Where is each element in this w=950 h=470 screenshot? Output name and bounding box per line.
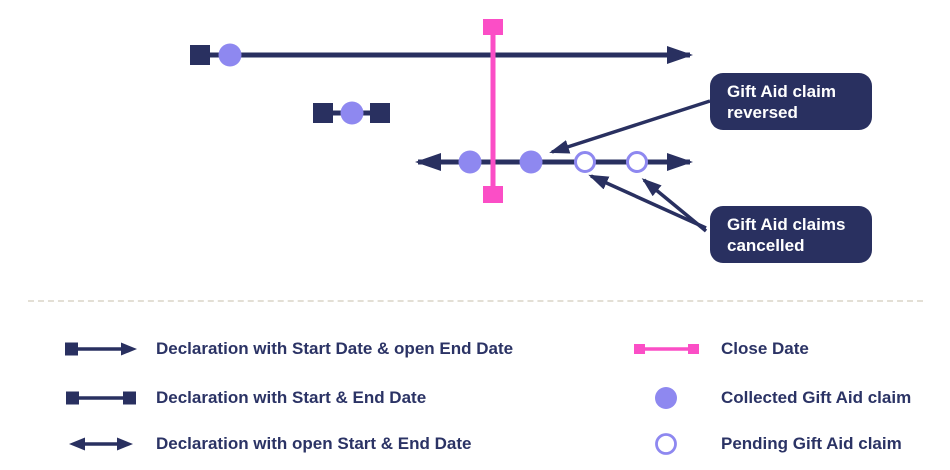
legend-item-declaration-open-both: Declaration with open Start & End Date — [62, 431, 472, 457]
timeline-1-start-square — [190, 45, 210, 65]
cancelled-pointer-arrow-1 — [588, 174, 707, 230]
close-date-bottom-square — [483, 186, 503, 203]
collected-claim-timeline-3-a — [458, 150, 482, 174]
close-date-line-icon — [633, 341, 699, 357]
legend-item-pending-claim: Pending Gift Aid claim — [633, 431, 902, 457]
close-date-top-square — [483, 19, 503, 35]
callout-cancelled-line1: Gift Aid claims — [727, 214, 846, 234]
legend-item-declaration-start-open-end: Declaration with Start Date & open End D… — [62, 336, 513, 362]
cancelled-pointer-arrow-2 — [641, 178, 708, 233]
collected-claim-timeline-3-b-reversed — [519, 150, 543, 174]
legend-label: Declaration with Start Date & open End D… — [156, 339, 514, 358]
square-to-arrow-icon — [62, 340, 140, 358]
arrow-to-arrow-icon — [62, 435, 140, 453]
timeline-2-start-square — [313, 103, 333, 123]
legend-divider — [28, 300, 923, 302]
legend-label: Pending Gift Aid claim — [721, 434, 902, 453]
filled-circle-icon — [633, 386, 699, 410]
legend-label: Collected Gift Aid claim — [721, 388, 912, 407]
legend-label: Close Date — [721, 339, 809, 358]
square-to-square-icon — [62, 389, 140, 407]
callout-cancelled-line2: cancelled — [727, 235, 805, 255]
reversed-pointer-arrow — [549, 99, 711, 154]
legend-item-collected-claim: Collected Gift Aid claim — [633, 385, 911, 411]
collected-claim-timeline-1 — [218, 43, 242, 67]
legend-item-declaration-start-end: Declaration with Start & End Date — [62, 385, 426, 411]
legend-label: Declaration with Start & End Date — [156, 388, 427, 407]
collected-claim-timeline-2 — [340, 101, 364, 125]
callout-gift-aid-claim-reversed: Gift Aid claim reversed — [710, 73, 872, 130]
callout-reversed-line2: reversed — [727, 102, 798, 122]
timeline-2-end-square — [370, 103, 390, 123]
open-circle-icon — [633, 432, 699, 456]
callout-reversed-line1: Gift Aid claim — [727, 81, 836, 101]
callout-gift-aid-claims-cancelled: Gift Aid claims cancelled — [710, 206, 872, 263]
legend-label: Declaration with open Start & End Date — [156, 434, 472, 453]
timeline-diagram — [190, 19, 711, 233]
pending-claim-timeline-3-a — [574, 151, 596, 173]
pending-claim-timeline-3-b — [626, 151, 648, 173]
timeline-declaration-start-open-end — [190, 45, 693, 65]
legend-item-close-date: Close Date — [633, 336, 809, 362]
close-date-line — [483, 19, 503, 203]
